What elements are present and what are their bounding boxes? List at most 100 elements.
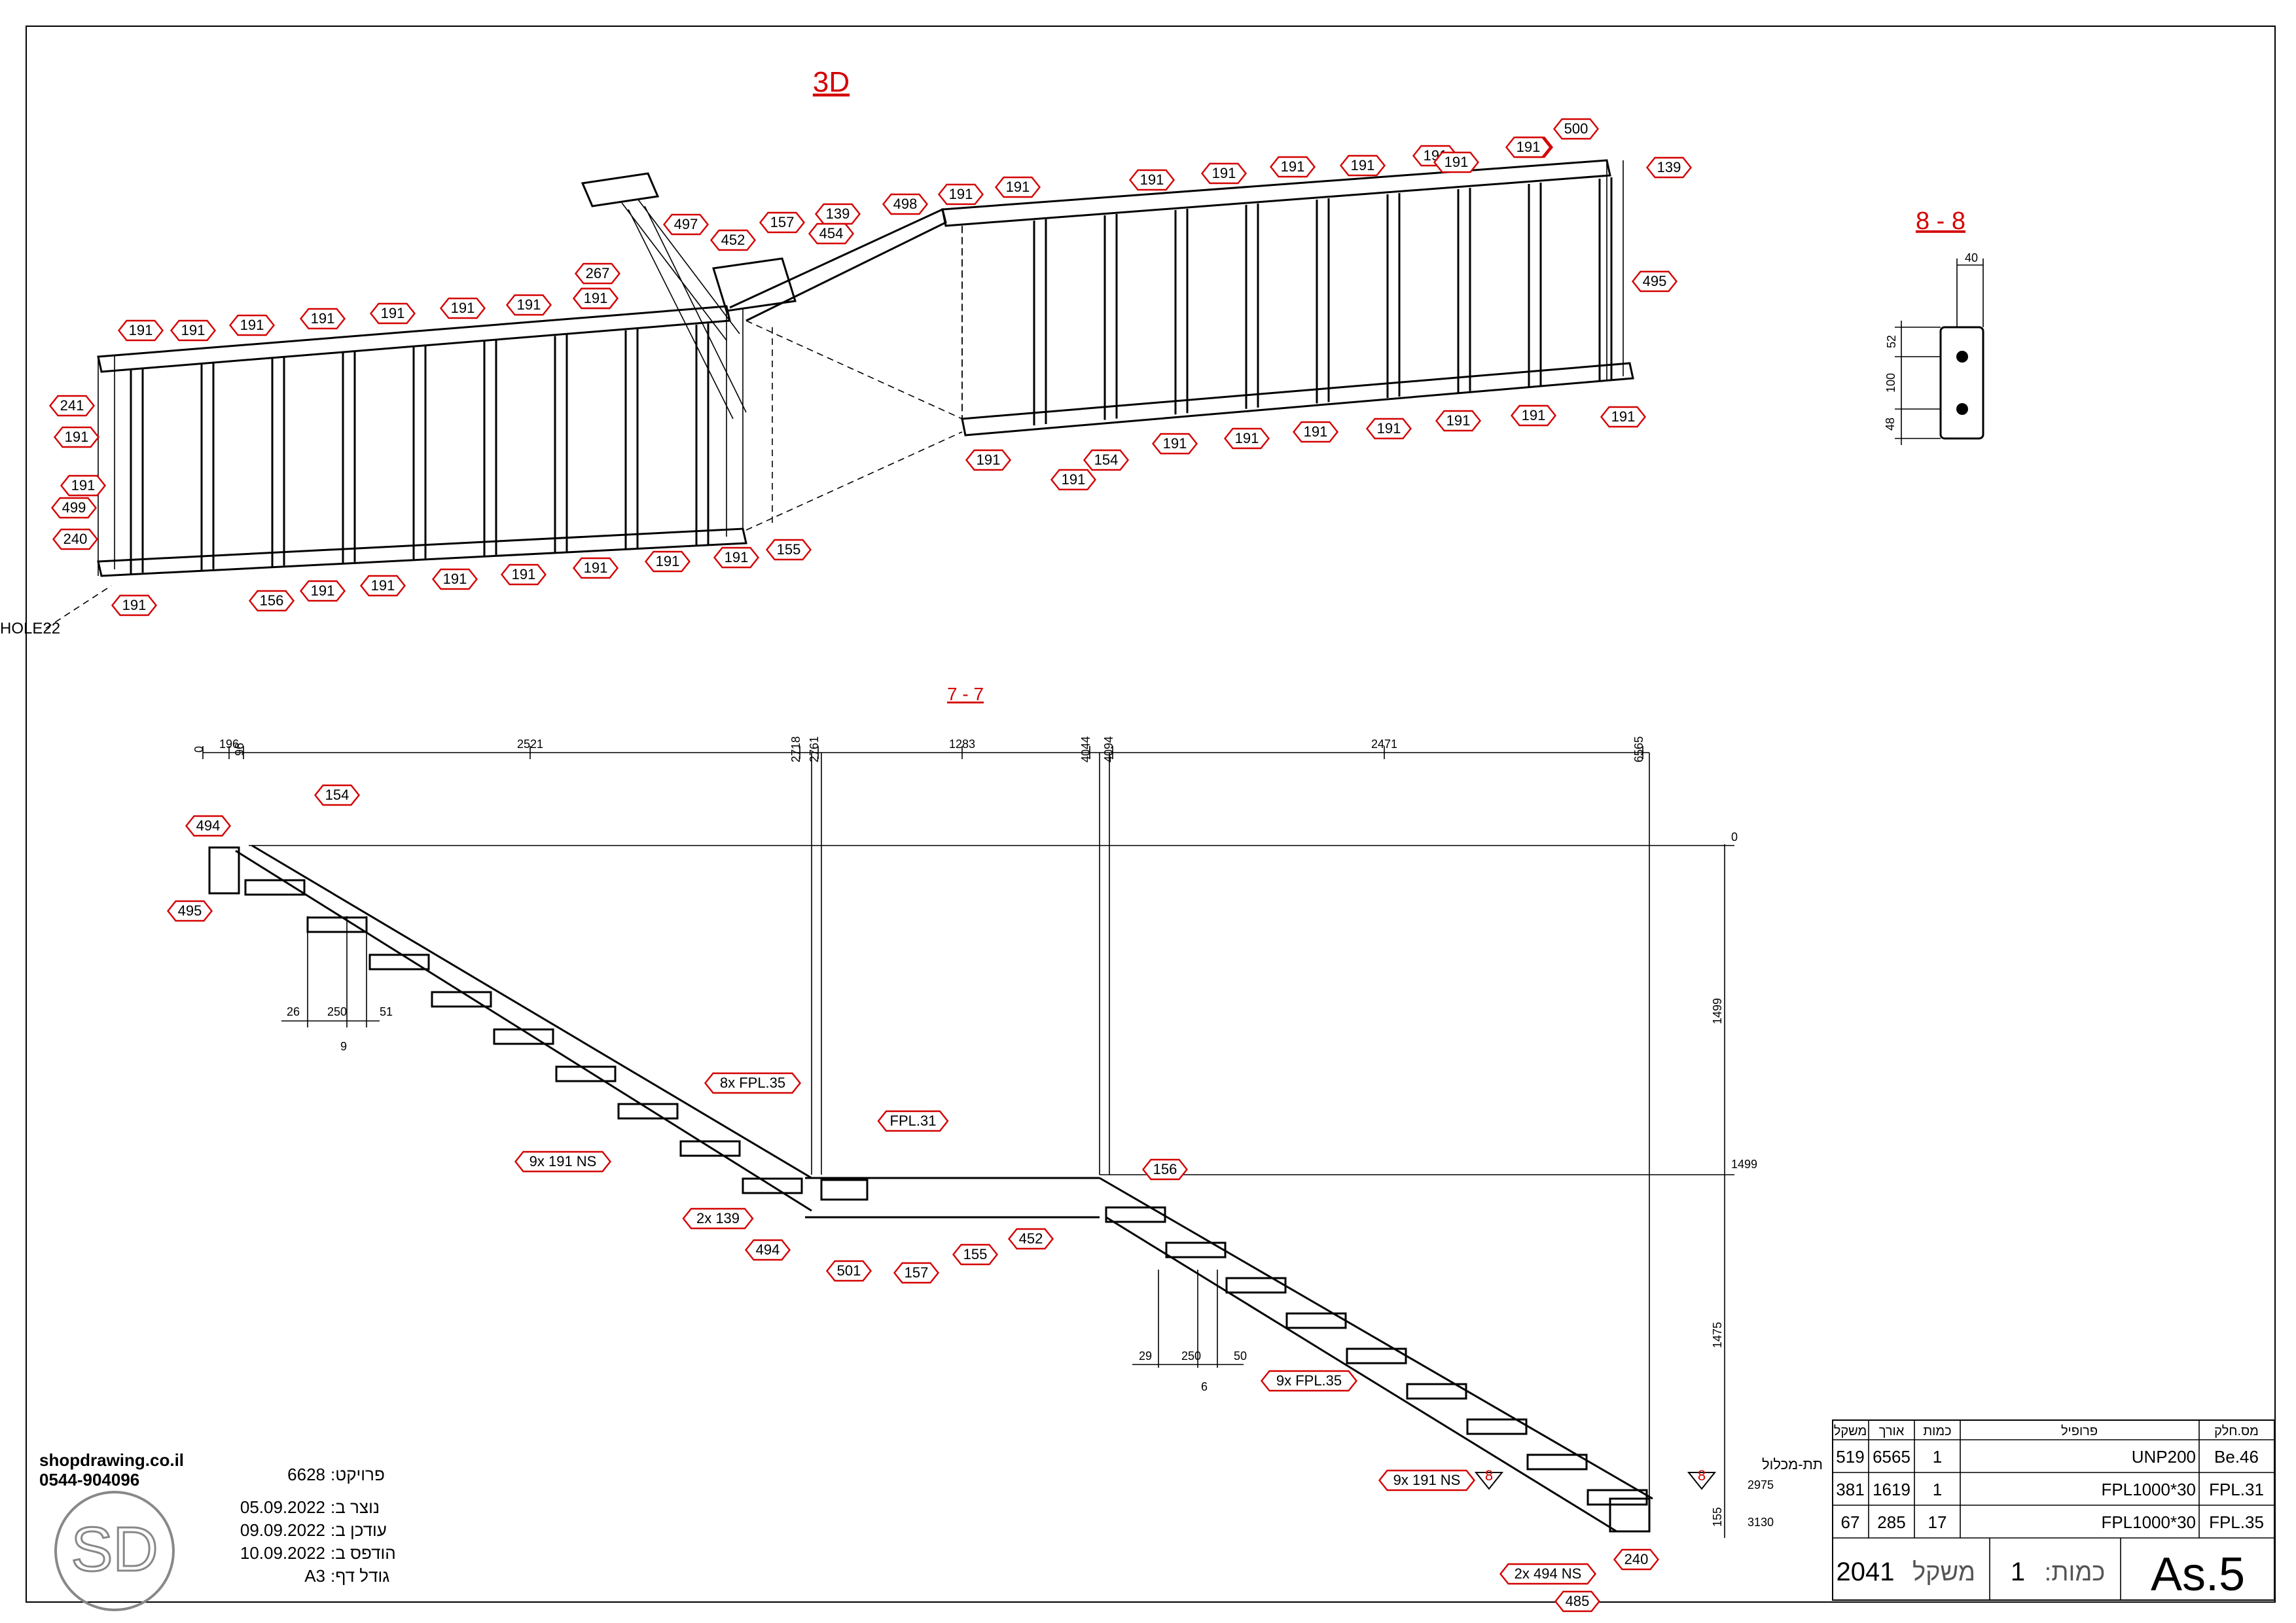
tread-plate xyxy=(368,954,430,971)
svg-text:9x 191 NS: 9x 191 NS xyxy=(529,1153,597,1169)
section-part-tag: 2x 139 xyxy=(682,1207,754,1230)
svg-text:8: 8 xyxy=(1698,1467,1706,1484)
left-stringer-top xyxy=(251,844,812,1179)
svg-text:191: 191 xyxy=(181,322,206,338)
table-cell: 285 xyxy=(1877,1512,1905,1532)
iso-part-tag: 191 xyxy=(53,426,100,448)
iso-view-title: 3D xyxy=(813,66,850,98)
svg-text:500: 500 xyxy=(1564,120,1588,137)
iso-tread-bar xyxy=(1598,177,1613,382)
table-cell: 1 xyxy=(1933,1480,1942,1499)
svg-text:191: 191 xyxy=(311,310,335,327)
section-8-8: 8 - 8 40 52 100 48 xyxy=(1884,207,1984,445)
tread-plate xyxy=(1225,1277,1287,1294)
section-part-tag: 494 xyxy=(185,815,232,837)
svg-text:191: 191 xyxy=(1611,408,1636,425)
svg-text:501: 501 xyxy=(837,1262,861,1279)
iso-part-tag: 156 xyxy=(248,590,295,612)
svg-text:9x FPL.35: 9x FPL.35 xyxy=(1276,1372,1342,1389)
section-part-tag: 240 xyxy=(1613,1548,1660,1571)
dim-right: 1499 xyxy=(1711,998,1724,1024)
svg-text:191: 191 xyxy=(1444,154,1469,170)
svg-text:157: 157 xyxy=(770,214,795,230)
section-part-tag: FPL.31 xyxy=(877,1110,949,1132)
svg-text:267: 267 xyxy=(586,265,610,281)
table-cell: 519 xyxy=(1836,1447,1864,1467)
svg-text:139: 139 xyxy=(1657,159,1681,175)
hole-mark xyxy=(1956,403,1968,415)
section-part-tag: 155 xyxy=(952,1243,999,1266)
iso-part-tag: 495 xyxy=(1631,270,1678,293)
svg-text:191: 191 xyxy=(371,577,395,594)
svg-text:156: 156 xyxy=(260,592,284,609)
table-header: מס.חלק xyxy=(2214,1424,2259,1438)
iso-tread-bar xyxy=(1316,198,1330,404)
iso-part-tag: 191 xyxy=(1292,421,1339,443)
iso-tread-bar xyxy=(200,363,215,571)
created-value: 05.09.2022 xyxy=(240,1497,325,1517)
section-part-tag: 494 xyxy=(744,1239,791,1261)
svg-text:191: 191 xyxy=(1062,471,1086,488)
iso-tread-bar xyxy=(554,334,568,553)
table-cell: 381 xyxy=(1836,1480,1864,1499)
dim-top: 2718 xyxy=(789,736,802,762)
dim-top: 4094 xyxy=(1102,736,1115,762)
iso-tread-bar xyxy=(1386,193,1401,398)
table-cell: FPL1000*30 xyxy=(2101,1512,2196,1532)
dim-top: 1283 xyxy=(949,738,975,751)
iso-part-tag: 191 xyxy=(505,294,552,316)
part-id: As.5 xyxy=(2151,1548,2245,1601)
iso-part-tag: 191 xyxy=(1128,169,1175,191)
tread-plate xyxy=(1285,1312,1347,1329)
iso-part-tag: 191 xyxy=(299,580,346,602)
iso-tread-bar xyxy=(271,357,285,567)
fpl31-plate xyxy=(820,1179,869,1201)
table-header: פרופיל xyxy=(2061,1424,2098,1438)
title-block: shopdrawing.co.il 0544-904096 SD 6628 :פ… xyxy=(39,1419,2275,1611)
left-stringer-bottom xyxy=(235,849,812,1212)
table-header: משקל xyxy=(1834,1424,1867,1438)
right-stringer-top xyxy=(1099,1177,1653,1500)
iso-part-tag: 191 xyxy=(1505,136,1552,158)
tread-plate xyxy=(679,1140,741,1157)
bottom-plate xyxy=(1609,1497,1651,1533)
svg-text:240: 240 xyxy=(63,531,88,547)
company-logo: SD xyxy=(54,1491,175,1611)
svg-text:2x 139: 2x 139 xyxy=(696,1210,740,1226)
iso-tread-bar xyxy=(483,340,497,556)
svg-text:497: 497 xyxy=(674,216,698,232)
iso-part-tag: 191 xyxy=(965,449,1012,471)
svg-text:494: 494 xyxy=(196,817,221,834)
iso-part-tag: 497 xyxy=(662,213,709,236)
iso-part-tag: 191 xyxy=(117,319,164,342)
iso-tread-bar xyxy=(1528,183,1542,387)
section-part-tag: 9x 191 NS xyxy=(1378,1469,1476,1491)
iso-part-tag: 191 xyxy=(500,563,547,586)
dim-right: 155 xyxy=(1711,1507,1724,1527)
tread-plate xyxy=(431,991,492,1008)
channel-section xyxy=(1939,326,1984,440)
svg-text:495: 495 xyxy=(1643,273,1667,289)
svg-text:485: 485 xyxy=(1566,1593,1590,1609)
iso-part-tag: 191 xyxy=(572,557,619,579)
tread-plate xyxy=(1526,1454,1588,1471)
svg-text:SD: SD xyxy=(71,1514,158,1584)
iso-tread-bar xyxy=(1174,209,1189,415)
svg-text:191: 191 xyxy=(1235,430,1259,446)
table-cell: Be.46 xyxy=(2214,1447,2259,1467)
section-part-tag: 495 xyxy=(166,900,213,922)
svg-text:499: 499 xyxy=(62,499,86,516)
iso-left-flight xyxy=(97,305,747,577)
svg-text:191: 191 xyxy=(443,571,467,587)
svg-text:191: 191 xyxy=(584,290,608,306)
hole-mark xyxy=(1956,351,1968,363)
dim-right: 2975 xyxy=(1748,1478,1774,1491)
tread-plate xyxy=(493,1028,554,1045)
iso-part-tag: 191 xyxy=(644,550,691,573)
iso-part-tag: 139 xyxy=(814,203,861,225)
dim-right: 0 xyxy=(1731,830,1738,844)
iso-part-tag: 191 xyxy=(1050,469,1097,491)
svg-text:154: 154 xyxy=(1094,452,1119,468)
svg-text:191: 191 xyxy=(949,186,973,202)
